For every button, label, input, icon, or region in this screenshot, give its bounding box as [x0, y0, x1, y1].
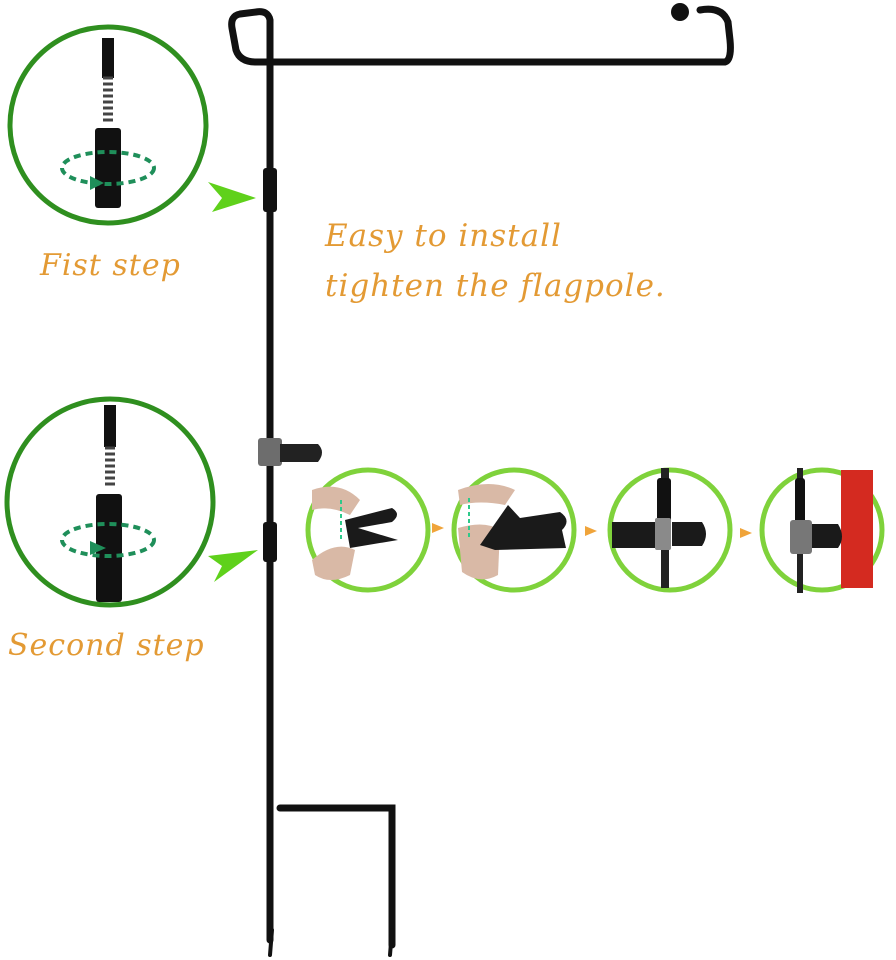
pole-end-ball [671, 3, 689, 21]
rotate-arrow-icon [60, 522, 156, 558]
flag-pole [228, 5, 734, 957]
second-step-detail [4, 396, 216, 608]
clip-step-3 [607, 467, 733, 593]
clip-step-1 [305, 467, 431, 593]
pole-connector-bottom [263, 522, 277, 562]
first-step-caption: Fist step [40, 248, 181, 283]
clip-step-2 [451, 467, 577, 593]
pointer-arrow-icon [208, 550, 258, 582]
pole-connector-top [263, 168, 277, 212]
rotate-arrow-icon [60, 150, 156, 186]
sequence-arrow-icon [432, 523, 444, 533]
first-step-detail [7, 24, 209, 226]
second-step-caption: Second step [8, 628, 205, 663]
clip-step-4 [759, 467, 885, 593]
headline-line-2: tighten the flagpole. [325, 268, 666, 304]
headline-line-1: Easy to install [325, 218, 562, 254]
sequence-arrow-icon [740, 528, 752, 538]
pointer-arrow-icon [208, 182, 256, 212]
flag-clip [258, 438, 322, 466]
sequence-arrow-icon [585, 526, 597, 536]
